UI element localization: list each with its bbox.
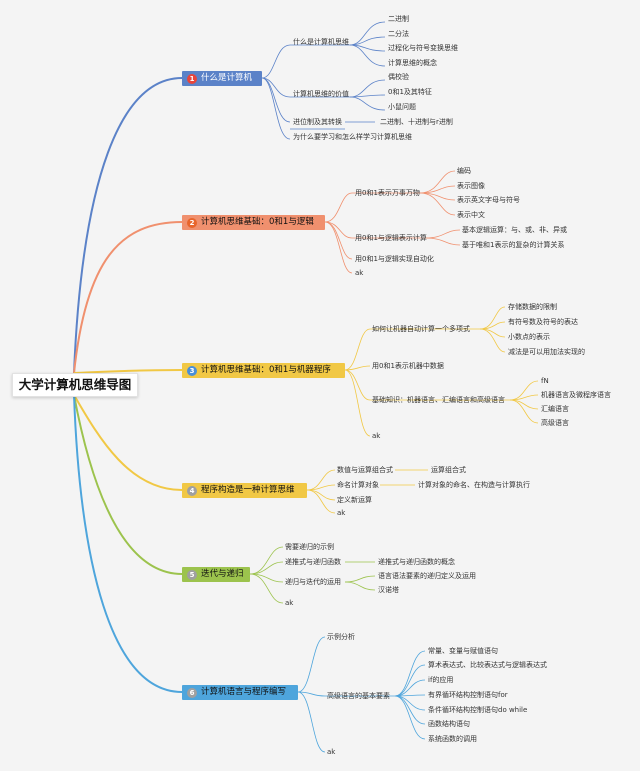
b6-child-2d[interactable]: 有界循环结构控制语句for	[428, 691, 508, 699]
b1-child-1b[interactable]: 二分法	[388, 30, 409, 38]
b3-child-4[interactable]: ak	[372, 432, 381, 440]
b6-child-2e[interactable]: 条件循环结构控制语句do while	[428, 706, 528, 714]
b2-child-1[interactable]: 用0和1表示万事万物	[355, 189, 420, 197]
branch-3-number: 3	[187, 365, 197, 376]
b1-child-2b[interactable]: 0和1及其特征	[388, 88, 432, 96]
branch-4-number: 4	[187, 485, 197, 496]
branch-6-title: 计算机语言与程序编写	[201, 687, 287, 697]
b5-child-4[interactable]: ak	[285, 599, 294, 607]
b5-child-1[interactable]: 需要递归的示例	[285, 543, 334, 551]
b2-child-2[interactable]: 用0和1与逻辑表示计算	[355, 234, 427, 242]
branch-2-title: 计算机思维基础：0和1与逻辑	[201, 217, 314, 227]
b6-child-2a[interactable]: 常量、变量与赋值语句	[428, 647, 498, 655]
b1-child-1[interactable]: 什么是计算机思维	[293, 38, 349, 46]
b3-child-3c[interactable]: 汇编语言	[541, 405, 569, 413]
b1-child-3[interactable]: 进位制及其转换	[293, 118, 342, 126]
b4-child-4[interactable]: ak	[337, 509, 346, 517]
b3-child-3[interactable]: 基础知识：机器语言、汇编语言和高级语言	[372, 396, 505, 404]
b6-child-2c[interactable]: if的应用	[428, 676, 454, 684]
b2-child-2b[interactable]: 基于唯和1表示的复杂的计算关系	[462, 241, 565, 249]
b4-child-1a[interactable]: 运算组合式	[431, 466, 466, 474]
branch-2-node[interactable]: 2 计算机思维基础：0和1与逻辑	[182, 215, 325, 230]
b3-child-1[interactable]: 如何让机器自动计算一个多项式	[372, 325, 470, 333]
branch-3-node[interactable]: 3 计算机思维基础：0和1与机器程序	[182, 363, 345, 378]
b6-child-2f[interactable]: 函数结构语句	[428, 720, 470, 728]
root-node[interactable]: 大学计算机思维导图	[12, 373, 138, 397]
b1-child-4[interactable]: 为什么要学习和怎么样学习计算机思维	[293, 133, 412, 141]
b4-child-1[interactable]: 数值与运算组合式	[337, 466, 393, 474]
link-root-b3	[73, 369, 183, 374]
branch-5-node[interactable]: 5 迭代与递归	[182, 567, 250, 582]
link-root-b6	[73, 394, 183, 693]
branch-4-title: 程序构造是一种计算思维	[201, 485, 295, 495]
b2-child-2a[interactable]: 基本逻辑运算：与、或、非、异或	[462, 226, 567, 234]
b6-child-3[interactable]: ak	[327, 748, 336, 756]
b3-child-1a[interactable]: 存储数据的限制	[508, 303, 557, 311]
b4-child-2[interactable]: 命名计算对象	[337, 481, 379, 489]
b6-child-2g[interactable]: 系统函数的调用	[428, 735, 477, 743]
link-root-b4	[73, 394, 183, 491]
b5-child-3[interactable]: 递归与迭代的运用	[285, 578, 341, 586]
branch-6-node[interactable]: 6 计算机语言与程序编写	[182, 685, 298, 700]
branch-4-node[interactable]: 4 程序构造是一种计算思维	[182, 483, 307, 498]
b3-child-3a[interactable]: fN	[541, 377, 549, 385]
branch-1-node[interactable]: 1 什么是计算机	[182, 71, 262, 86]
b5-child-3b[interactable]: 汉诺塔	[378, 586, 399, 594]
b5-child-2[interactable]: 递推式与递归函数	[285, 558, 341, 566]
b1-child-3a[interactable]: 二进制、十进制与r进制	[380, 118, 453, 126]
b3-child-1b[interactable]: 有符号数及符号的表达	[508, 318, 578, 326]
b3-child-3b[interactable]: 机器语言及微程序语言	[541, 391, 611, 399]
b5-child-3a[interactable]: 语言语法要素的递归定义及运用	[378, 572, 476, 580]
b2-child-1a[interactable]: 编码	[457, 167, 471, 175]
link-root-b1	[73, 77, 183, 374]
b2-child-1d[interactable]: 表示中文	[457, 211, 485, 219]
b6-child-2[interactable]: 高级语言的基本要素	[327, 692, 390, 700]
b6-child-1[interactable]: 示例分析	[327, 633, 355, 641]
b3-child-3d[interactable]: 高级语言	[541, 419, 569, 427]
b2-child-1c[interactable]: 表示英文字母与符号	[457, 196, 520, 204]
b1-child-2[interactable]: 计算机思维的价值	[293, 90, 349, 98]
b1-child-1a[interactable]: 二进制	[388, 15, 409, 23]
b2-child-3[interactable]: 用0和1与逻辑实现自动化	[355, 255, 434, 263]
branch-5-title: 迭代与递归	[201, 569, 244, 579]
b4-child-3[interactable]: 定义新运算	[337, 496, 372, 504]
branch-1-title: 什么是计算机	[201, 73, 253, 83]
b3-child-2[interactable]: 用0和1表示机器中数据	[372, 362, 444, 370]
b1-child-2c[interactable]: 小鼠问题	[388, 103, 416, 111]
b4-child-2a[interactable]: 计算对象的命名、在构造与计算执行	[418, 481, 530, 489]
b2-child-1b[interactable]: 表示图像	[457, 182, 485, 190]
b5-child-2a[interactable]: 递推式与递归函数的概念	[378, 558, 455, 566]
b3-child-1d[interactable]: 减法是可以用加法实现的	[508, 348, 585, 356]
branch-2-number: 2	[187, 217, 197, 228]
link-root-b5	[73, 394, 183, 575]
b1-child-1c[interactable]: 过程化与符号变换思维	[388, 44, 458, 52]
branch-6-number: 6	[187, 687, 197, 698]
b1-child-2a[interactable]: 偶校验	[388, 73, 409, 81]
b2-child-4[interactable]: ak	[355, 269, 364, 277]
b1-child-1d[interactable]: 计算思维的概念	[388, 59, 437, 67]
b6-child-2b[interactable]: 算术表达式、比较表达式与逻辑表达式	[428, 661, 547, 669]
link-root-b2	[73, 221, 183, 374]
branch-3-title: 计算机思维基础：0和1与机器程序	[201, 365, 331, 375]
branch-1-number: 1	[187, 73, 197, 84]
b3-child-1c[interactable]: 小数点的表示	[508, 333, 550, 341]
branch-5-number: 5	[187, 569, 197, 580]
